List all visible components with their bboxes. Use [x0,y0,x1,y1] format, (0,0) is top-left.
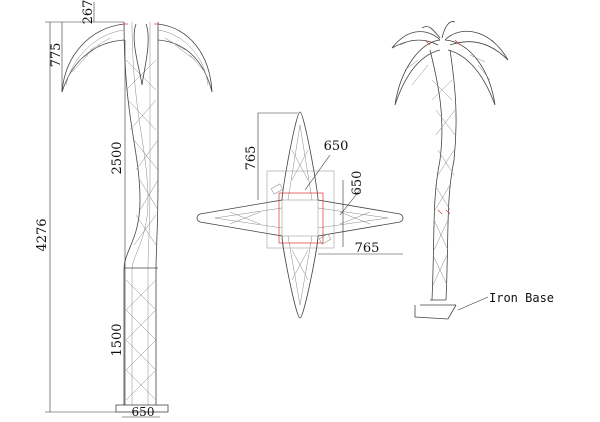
iron-base-label: Iron Base [489,291,554,305]
dim-total-height: 4276 [35,218,50,251]
dim-crown-height: 775 [49,43,64,68]
perspective-view: Iron Base [391,21,554,320]
top-view: 765 650 650 765 [196,111,404,319]
dim-arm-vertical: 765 [244,146,259,171]
dim-base-width: 650 [132,405,155,419]
dim-top-offset: 267 [81,0,96,24]
side-view: 4276 775 267 2500 1500 650 [35,0,213,419]
dim-lower-trunk: 1500 [110,323,125,356]
dim-upper-trunk: 2500 [110,141,125,174]
dim-arm-horizontal: 765 [355,241,380,256]
dim-plate-width: 650 [324,139,349,154]
dim-plate-depth: 650 [350,171,365,196]
